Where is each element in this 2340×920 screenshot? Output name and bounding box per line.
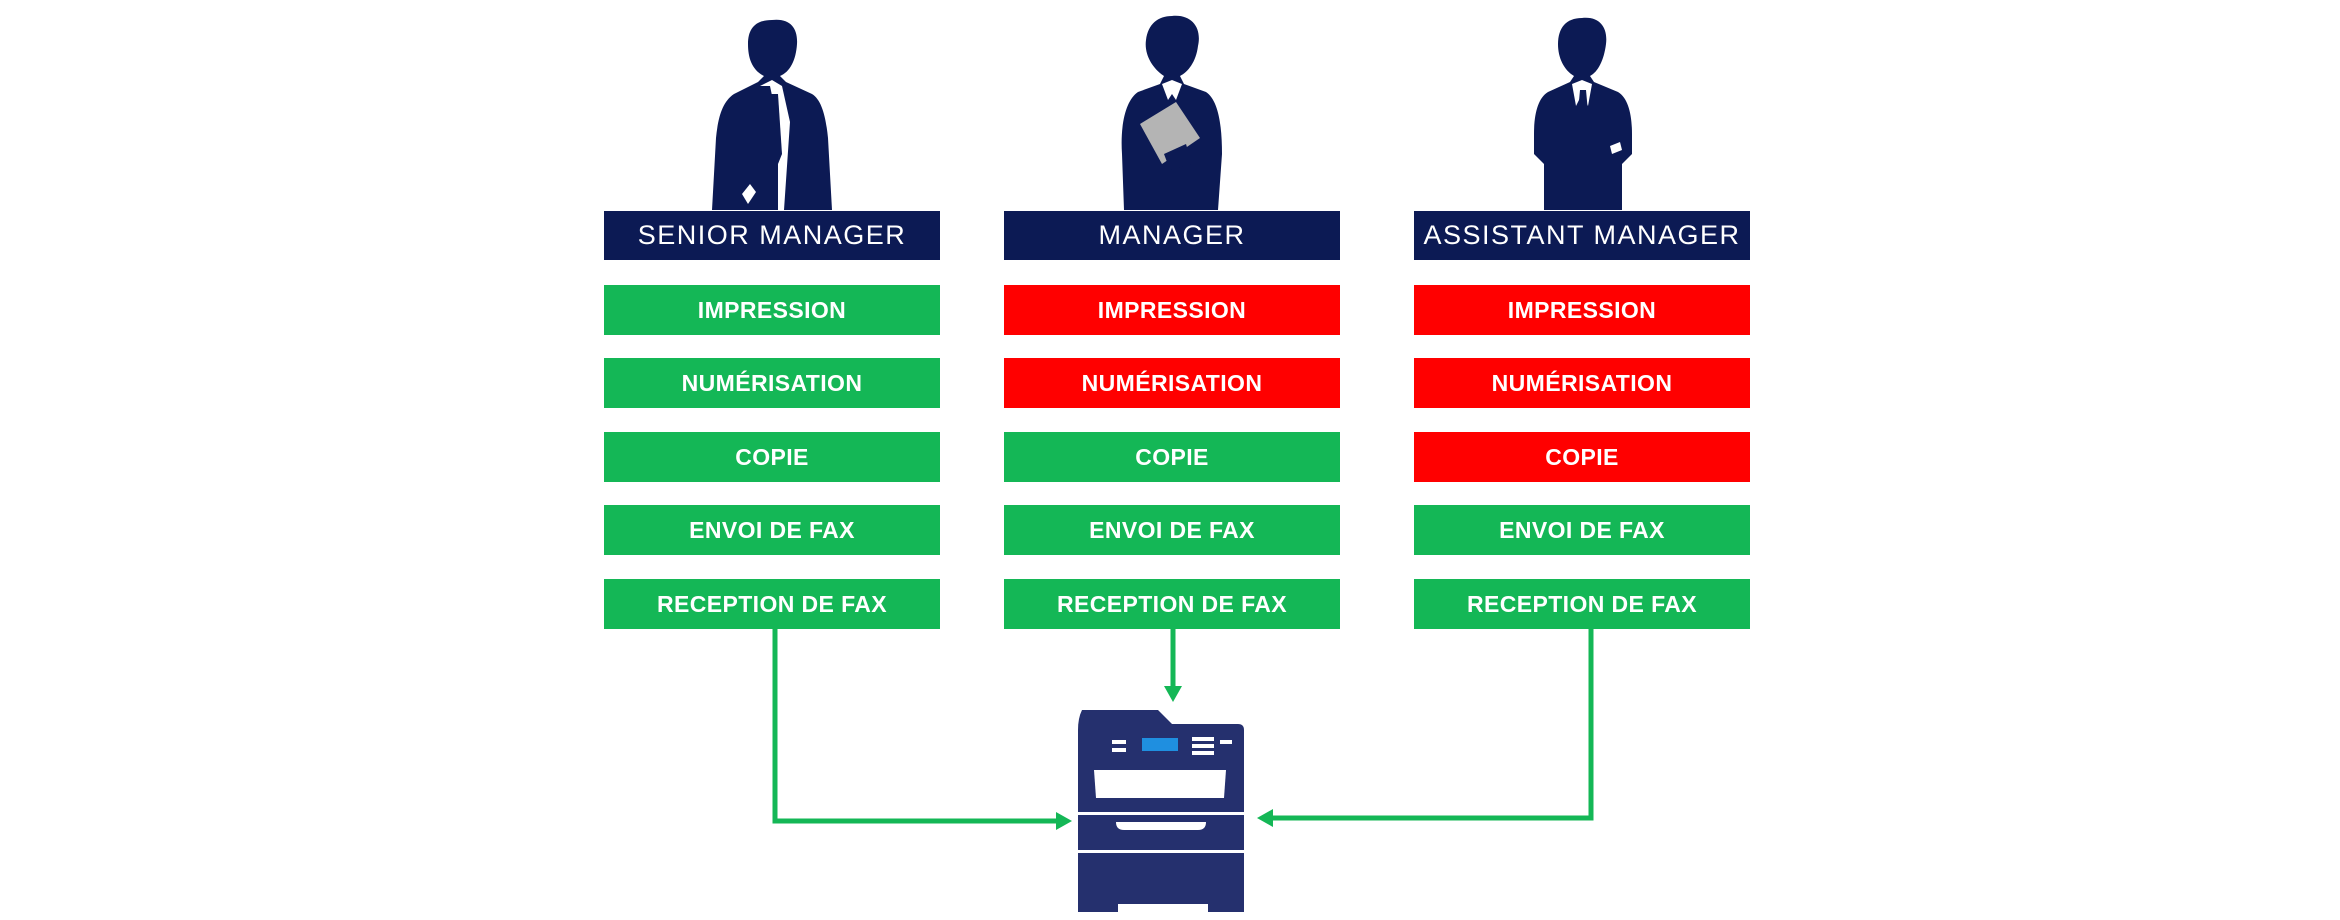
permission-numerisation: NUMÉRISATION (1004, 358, 1340, 408)
permission-copie: COPIE (1414, 432, 1750, 482)
connector-senior-manager (772, 629, 1058, 824)
permission-impression: IMPRESSION (1414, 285, 1750, 335)
permission-impression: IMPRESSION (1004, 285, 1340, 335)
permission-envoi-de-fax: ENVOI DE FAX (604, 505, 940, 555)
role-header: ASSISTANT MANAGER (1414, 211, 1750, 260)
permission-numerisation: NUMÉRISATION (1414, 358, 1750, 408)
role-header: SENIOR MANAGER (604, 211, 940, 260)
permission-impression: IMPRESSION (604, 285, 940, 335)
permission-reception-de-fax: RECEPTION DE FAX (604, 579, 940, 629)
businesswoman-with-folder-icon (1121, 15, 1222, 210)
permission-numerisation: NUMÉRISATION (604, 358, 940, 408)
permission-reception-de-fax: RECEPTION DE FAX (1004, 579, 1340, 629)
permission-envoi-de-fax: ENVOI DE FAX (1414, 505, 1750, 555)
role-header: MANAGER (1004, 211, 1340, 260)
permission-envoi-de-fax: ENVOI DE FAX (1004, 505, 1340, 555)
connector-assistant-manager (1272, 629, 1594, 821)
arrowhead-down (1164, 686, 1182, 702)
businessman-hands-in-pockets-icon (712, 19, 832, 210)
permission-reception-de-fax: RECEPTION DE FAX (1414, 579, 1750, 629)
permission-copie: COPIE (604, 432, 940, 482)
multifunction-printer-icon (1078, 710, 1244, 912)
arrowhead-right (1056, 812, 1072, 830)
permission-copie: COPIE (1004, 432, 1340, 482)
businessman-arms-crossed-icon (1534, 17, 1632, 210)
arrowhead-left (1257, 809, 1273, 827)
